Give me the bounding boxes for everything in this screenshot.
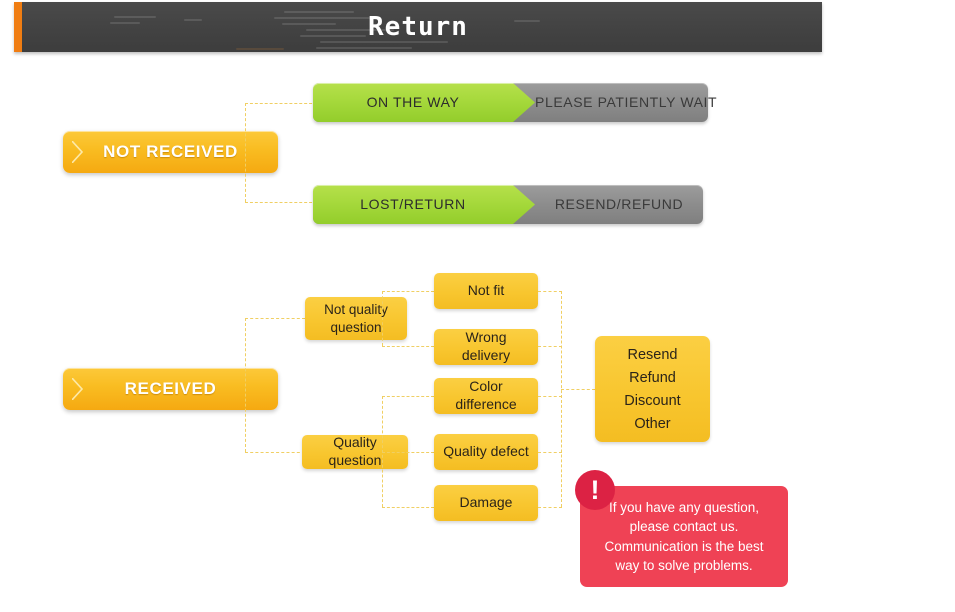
connector-wrong-delivery-out bbox=[538, 346, 562, 347]
pipeline-action-label: PLEASE PATIENTLY WAIT bbox=[535, 94, 718, 110]
connector-color-difference-out bbox=[538, 396, 562, 397]
connector-not-fit-out bbox=[538, 291, 562, 292]
stage-received[interactable]: RECEIVED bbox=[63, 368, 278, 410]
connector-quality-vertical bbox=[382, 396, 383, 507]
reason-damage[interactable]: Damage bbox=[434, 485, 538, 521]
reason-quality-defect[interactable]: Quality defect bbox=[434, 434, 538, 470]
resolution-option-resend: Resend bbox=[627, 346, 678, 363]
category-not-quality-question[interactable]: Not quality question bbox=[305, 297, 407, 340]
exclamation-mark-icon: ! bbox=[575, 470, 615, 510]
connector-received-to-not-quality bbox=[245, 318, 305, 319]
reason-label: Not fit bbox=[467, 282, 505, 299]
pipeline-status-label: ON THE WAY bbox=[366, 94, 460, 110]
pipeline-action-label: RESEND/REFUND bbox=[554, 196, 684, 212]
reason-color-difference[interactable]: Color difference bbox=[434, 378, 538, 414]
header-bar: Return bbox=[14, 2, 822, 52]
connector-not-received-bottom bbox=[245, 202, 317, 203]
connector-to-color-difference bbox=[382, 396, 434, 397]
connector-received-vertical bbox=[245, 318, 246, 452]
reason-not-fit[interactable]: Not fit bbox=[434, 273, 538, 309]
stage-not-received[interactable]: NOT RECEIVED bbox=[63, 131, 278, 173]
notice-text-block: If you have any question, please contact… bbox=[604, 498, 763, 575]
notice-line-4: way to solve problems. bbox=[615, 557, 753, 573]
pipeline-on-the-way: ON THE WAY PLEASE PATIENTLY WAIT bbox=[313, 83, 718, 122]
reason-label: Color difference bbox=[455, 378, 517, 412]
pipeline-status-label: LOST/RETURN bbox=[360, 196, 466, 212]
reason-label: Wrong delivery bbox=[461, 329, 511, 363]
connector-not-received-vertical bbox=[245, 103, 246, 202]
connector-not-received-top bbox=[245, 103, 317, 104]
header-accent-stripe bbox=[14, 2, 22, 52]
page-title: Return bbox=[368, 12, 468, 42]
stage-label: RECEIVED bbox=[124, 379, 217, 398]
notice-line-3: Communication is the best bbox=[604, 538, 764, 554]
pipeline-lost-return: LOST/RETURN RESEND/REFUND bbox=[313, 185, 703, 224]
pipeline-status-segment bbox=[313, 185, 535, 224]
connector-to-not-fit bbox=[382, 291, 434, 292]
connector-to-resolution bbox=[561, 389, 595, 390]
connector-damage-out bbox=[538, 507, 562, 508]
notice-line-1: If you have any question, bbox=[608, 500, 760, 516]
resolution-options[interactable]: Resend Refund Discount Other bbox=[595, 336, 710, 442]
category-label: Quality question bbox=[328, 434, 382, 468]
resolution-option-discount: Discount bbox=[624, 392, 681, 409]
resolution-option-refund: Refund bbox=[629, 369, 676, 386]
chevron-right-icon bbox=[72, 141, 83, 163]
connector-quality-defect-out bbox=[538, 452, 562, 453]
connector-to-damage bbox=[382, 507, 434, 508]
chevron-right-icon bbox=[72, 378, 83, 400]
connector-to-wrong-delivery bbox=[382, 346, 434, 347]
connector-received-to-quality bbox=[245, 452, 305, 453]
notice-line-2: please contact us. bbox=[629, 519, 739, 535]
connector-to-quality-defect bbox=[382, 452, 434, 453]
stage-label: NOT RECEIVED bbox=[103, 142, 238, 161]
reason-wrong-delivery[interactable]: Wrong delivery bbox=[434, 329, 538, 365]
reason-label: Quality defect bbox=[443, 443, 529, 460]
resolution-option-other: Other bbox=[634, 415, 671, 432]
category-label: Not quality question bbox=[324, 302, 388, 335]
contact-notice: If you have any question, please contact… bbox=[580, 486, 788, 587]
connector-not-quality-vertical bbox=[382, 291, 383, 346]
pipeline-status-segment bbox=[313, 83, 535, 122]
connector-resolution-bus bbox=[561, 291, 562, 507]
reason-label: Damage bbox=[459, 494, 513, 511]
